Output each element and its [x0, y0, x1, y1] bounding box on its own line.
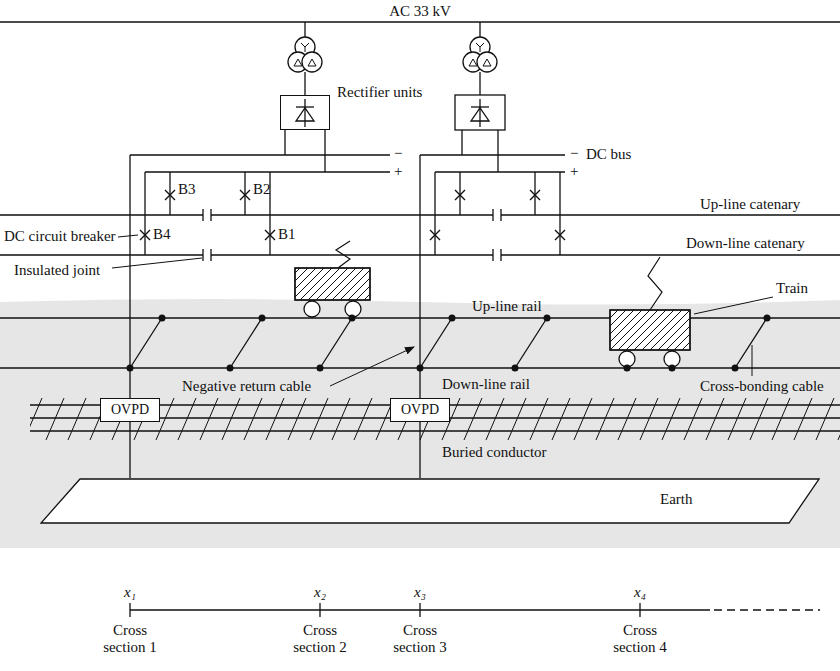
part-label: AC 33 kV — [389, 3, 451, 20]
earth-plane: Earth — [40, 478, 820, 524]
part-label: − — [570, 145, 578, 162]
part-label: + — [394, 163, 402, 180]
part-label: DC circuit breaker — [4, 228, 116, 245]
part-label: B4 — [153, 226, 171, 243]
cross-section-label: Cross section 1 — [98, 622, 162, 655]
cross-section-label: Cross section 2 — [288, 622, 352, 655]
part-label: Train — [776, 280, 808, 297]
part-label: Down-line rail — [442, 376, 530, 393]
rectifier-box: Rectifier units — [280, 95, 330, 130]
earth-connection — [129, 422, 130, 478]
node-label: OVPD — [401, 402, 439, 418]
part-label: B2 — [253, 181, 271, 198]
part-label: Up-line rail — [472, 298, 542, 315]
node-label: OVPD — [111, 402, 149, 418]
part-label: Negative return cable — [182, 378, 311, 395]
part-label: Down-line catenary — [686, 235, 805, 252]
part-label: B3 — [178, 181, 196, 198]
cross-section-label: Cross section 3 — [388, 622, 452, 655]
earth-outline — [40, 478, 820, 524]
part-label: DC bus — [586, 146, 631, 163]
node-label: Rectifier units — [337, 84, 422, 101]
cross-section-label: Cross section 4 — [608, 622, 672, 655]
position-symbol: x₁ — [124, 584, 136, 601]
position-symbol: x₄ — [634, 584, 646, 601]
position-symbol: x₂ — [314, 584, 326, 601]
part-label: Buried conductor — [442, 444, 547, 461]
part-label: − — [394, 145, 402, 162]
part-label: Insulated joint — [14, 262, 100, 279]
part-label: B1 — [278, 226, 296, 243]
part-label: Up-line catenary — [700, 196, 800, 213]
ovpd-box: OVPD — [100, 398, 160, 422]
earth-connection — [419, 422, 420, 478]
part-label: + — [570, 163, 578, 180]
position-symbol: x₃ — [414, 584, 426, 601]
part-label: Cross-bonding cable — [700, 378, 824, 395]
node-label: Earth — [660, 491, 692, 508]
ovpd-box: OVPD — [390, 398, 450, 422]
